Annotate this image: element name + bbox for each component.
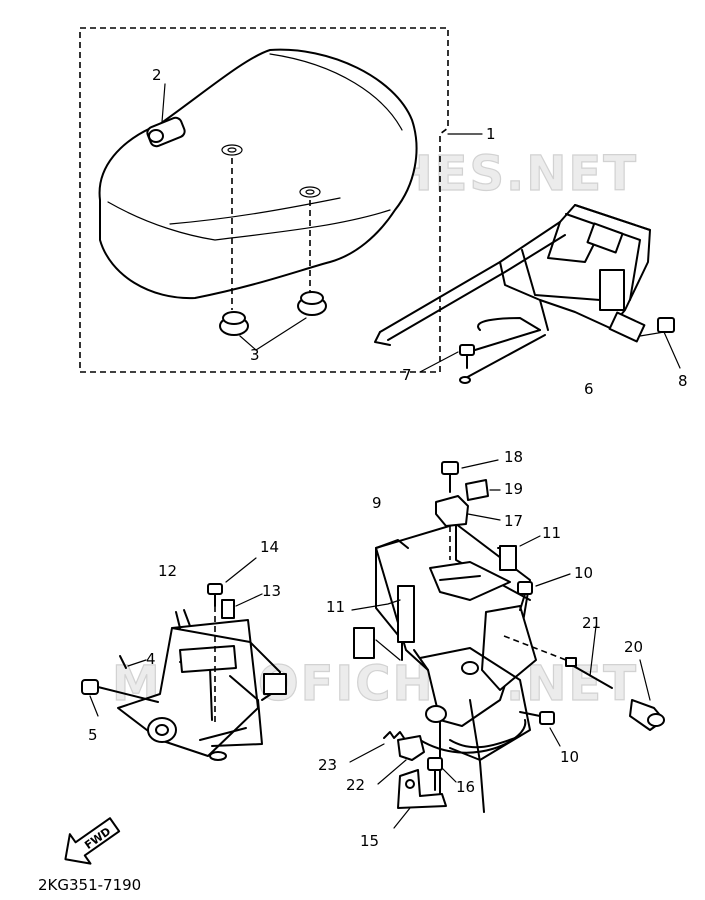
part-labels: 1 2 3 4 5 6 7 8 9 10 10 11 11 12 13 14 1… <box>88 66 688 850</box>
part-label-5: 5 <box>88 726 98 744</box>
pin-4 <box>119 655 147 669</box>
part-label-20: 20 <box>624 638 643 656</box>
bracket-15 <box>393 769 447 829</box>
part-label-4: 4 <box>146 650 156 668</box>
seat-clip <box>146 116 186 148</box>
bolt-5 <box>81 679 159 717</box>
spring-23 <box>349 731 405 763</box>
clip-19 <box>465 479 501 501</box>
bolt-10-upper <box>517 573 571 611</box>
part-label-21: 21 <box>582 614 601 632</box>
part-label-16: 16 <box>456 778 475 796</box>
switch-20 <box>629 659 665 731</box>
grommet-left <box>219 311 249 336</box>
bolt-18 <box>441 459 499 493</box>
part-label-11-lower: 11 <box>326 598 345 616</box>
bolt-21 <box>503 625 613 689</box>
seat-piping <box>107 201 391 241</box>
pad-13 <box>221 593 263 619</box>
seat <box>98 48 418 300</box>
part-label-10-lower: 10 <box>560 748 579 766</box>
part-label-19: 19 <box>504 480 523 498</box>
pad-11-right <box>499 535 541 571</box>
bracket-12 <box>117 609 287 761</box>
bracket-17 <box>435 495 501 560</box>
part-label-13: 13 <box>262 582 281 600</box>
part-label-14: 14 <box>260 538 279 556</box>
part-label-17: 17 <box>504 512 523 530</box>
part-label-1: 1 <box>486 125 496 143</box>
part-label-23: 23 <box>318 756 337 774</box>
part-label-3: 3 <box>250 346 260 364</box>
frame-assembly <box>375 523 537 813</box>
diagram-code: 2KG351-7190 <box>38 876 141 894</box>
part-label-10-upper: 10 <box>574 564 593 582</box>
part-label-7: 7 <box>402 366 412 384</box>
part-label-8: 8 <box>678 372 688 390</box>
part-label-9: 9 <box>372 494 382 512</box>
part-label-12: 12 <box>158 562 177 580</box>
bolt-10-lower <box>519 711 561 747</box>
seat-assembly <box>79 27 483 373</box>
part-label-22: 22 <box>346 776 365 794</box>
carrier-rack <box>374 204 651 384</box>
screw-14 <box>207 557 257 726</box>
bolt-16 <box>427 757 457 791</box>
part-label-11-upper: 11 <box>542 524 561 542</box>
part-label-15: 15 <box>360 832 379 850</box>
nut-8 <box>639 317 681 369</box>
lever-22 <box>377 735 425 785</box>
part-label-2: 2 <box>152 66 162 84</box>
bolt-7 <box>419 344 475 373</box>
pad-11-left <box>351 599 401 661</box>
grommet-right <box>297 291 327 316</box>
seat-outline-box <box>79 27 449 373</box>
fwd-arrow: FWD <box>64 817 121 865</box>
part-label-18: 18 <box>504 448 523 466</box>
part-label-6: 6 <box>584 380 594 398</box>
